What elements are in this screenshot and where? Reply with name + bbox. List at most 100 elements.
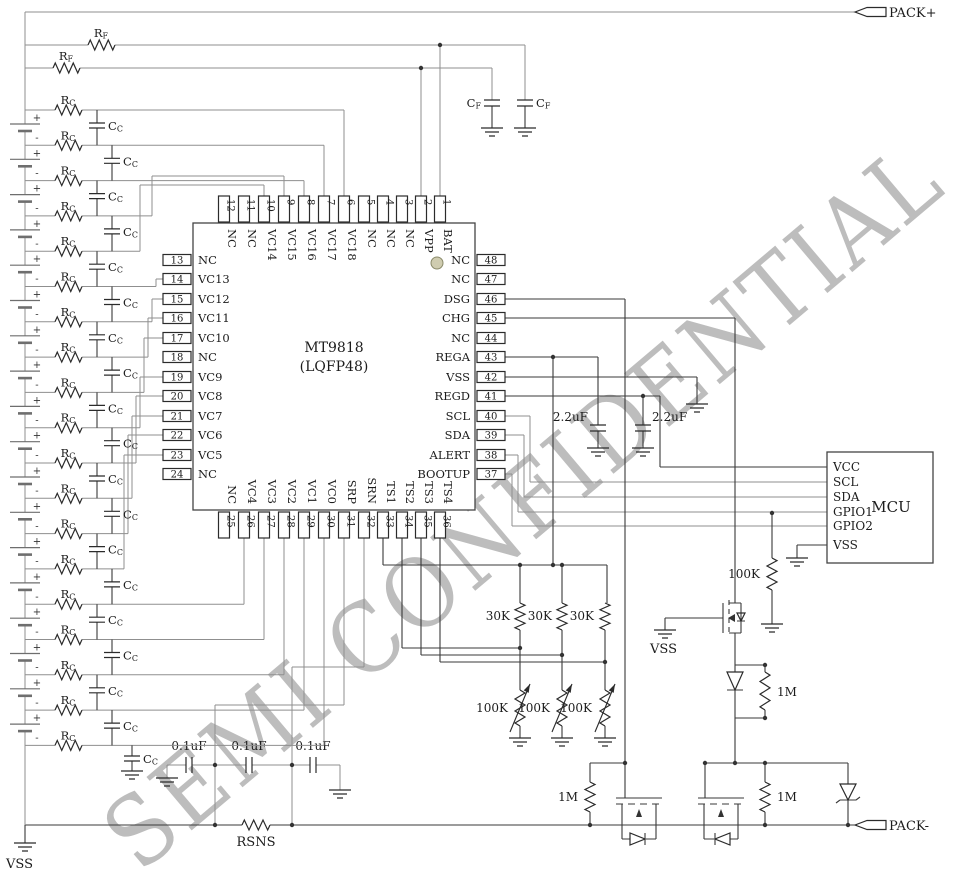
battery-cell: +- xyxy=(10,290,41,321)
cc-label: CC xyxy=(123,154,138,169)
battery-plus-sign: + xyxy=(33,607,41,618)
resistor xyxy=(598,602,612,631)
pin-name: VC12 xyxy=(197,292,230,306)
pin-number: 2 xyxy=(422,199,433,205)
battery-minus-sign: - xyxy=(35,557,38,568)
pin-box xyxy=(476,389,506,403)
cc-label: CC xyxy=(123,719,138,734)
resistor xyxy=(52,61,81,75)
capacitor xyxy=(104,651,120,659)
pin-box xyxy=(357,195,371,223)
pin-name: TS4 xyxy=(441,481,455,504)
pin-name: SDA xyxy=(445,428,471,442)
pin-box xyxy=(162,389,192,403)
pin-number: 1 xyxy=(441,199,452,205)
cc-label: CC xyxy=(108,613,123,628)
resistor xyxy=(54,350,83,364)
pin-box xyxy=(277,511,291,539)
pin-box xyxy=(317,195,331,223)
mcu-pin-gpio2: GPIO2 xyxy=(833,519,873,533)
junction-dot xyxy=(587,822,593,828)
junction-dot xyxy=(762,760,768,766)
mcu-pin-sda: SDA xyxy=(833,490,860,504)
tap-route xyxy=(115,175,285,217)
resistor xyxy=(54,209,83,223)
pin-name: NC xyxy=(403,229,417,248)
battery-minus-sign: - xyxy=(35,486,38,497)
pin-name: TS3 xyxy=(422,481,436,504)
battery-minus-sign: - xyxy=(35,733,38,744)
ground-symbol xyxy=(686,403,708,413)
capacitor xyxy=(104,581,120,588)
cc-label: CC xyxy=(108,190,123,205)
gate-diode-icon xyxy=(726,671,744,692)
junctions xyxy=(212,42,851,828)
dsg-gate-res-value: 1M xyxy=(558,790,578,804)
pin-box xyxy=(162,409,192,423)
battery-minus-sign: - xyxy=(35,415,38,426)
resistor xyxy=(758,671,772,711)
pin-box xyxy=(476,272,506,286)
pin-number: 48 xyxy=(485,256,498,267)
pot-arrow xyxy=(594,683,616,733)
battery-cell: +- xyxy=(10,431,41,462)
pin-box xyxy=(162,428,192,442)
ground-symbol xyxy=(14,842,36,852)
battery-plus-sign: + xyxy=(33,572,41,583)
pin-name: VC1 xyxy=(305,479,319,504)
vss-label-gate: VSS xyxy=(649,642,677,657)
ground-symbol xyxy=(587,447,609,457)
pot-arrow xyxy=(509,683,531,733)
junction-dot xyxy=(212,762,218,768)
tap-route xyxy=(115,434,163,535)
pin-box xyxy=(317,511,331,539)
capacitor xyxy=(89,193,105,200)
capacitor xyxy=(89,122,105,129)
charge-mosfet xyxy=(713,809,731,846)
ts3-pot-value: 100K xyxy=(560,701,593,715)
junction-dot xyxy=(437,42,443,48)
pin-number: 36 xyxy=(441,515,452,528)
junction-dot xyxy=(550,354,556,360)
rf-label: RF xyxy=(94,26,109,41)
pin-name: VC8 xyxy=(197,389,222,403)
junction-dot xyxy=(418,65,424,71)
battery-plus-sign: + xyxy=(33,325,41,336)
pack-plus-label: PACK+ xyxy=(889,6,937,21)
pin-name: VC0 xyxy=(325,479,339,504)
pin-box xyxy=(337,511,351,539)
pin-name: VC5 xyxy=(197,448,222,462)
rc-label: RC xyxy=(61,375,76,390)
pin-box xyxy=(376,195,390,223)
resistor xyxy=(54,703,83,717)
resistor xyxy=(765,557,779,591)
pin-name: VC3 xyxy=(265,479,279,504)
junction-dot xyxy=(559,562,565,568)
pin-box xyxy=(162,311,192,325)
rc-label: RC xyxy=(61,517,76,532)
pin-box xyxy=(277,195,291,223)
rc-label: RC xyxy=(61,728,76,743)
pin-box xyxy=(395,195,409,223)
battery-plus-sign: + xyxy=(33,537,41,548)
battery-minus-sign: - xyxy=(35,627,38,638)
pin-number: 3 xyxy=(403,199,414,205)
pin-number: 5 xyxy=(365,199,376,205)
pin-number: 34 xyxy=(403,515,414,528)
capacitor xyxy=(635,424,651,432)
mcu-pin-vss: VSS xyxy=(832,538,858,552)
battery-minus-sign: - xyxy=(35,168,38,179)
battery-plus-sign: + xyxy=(33,254,41,265)
junction-dot xyxy=(762,822,768,828)
mosfet-arrow-icon xyxy=(718,809,724,817)
